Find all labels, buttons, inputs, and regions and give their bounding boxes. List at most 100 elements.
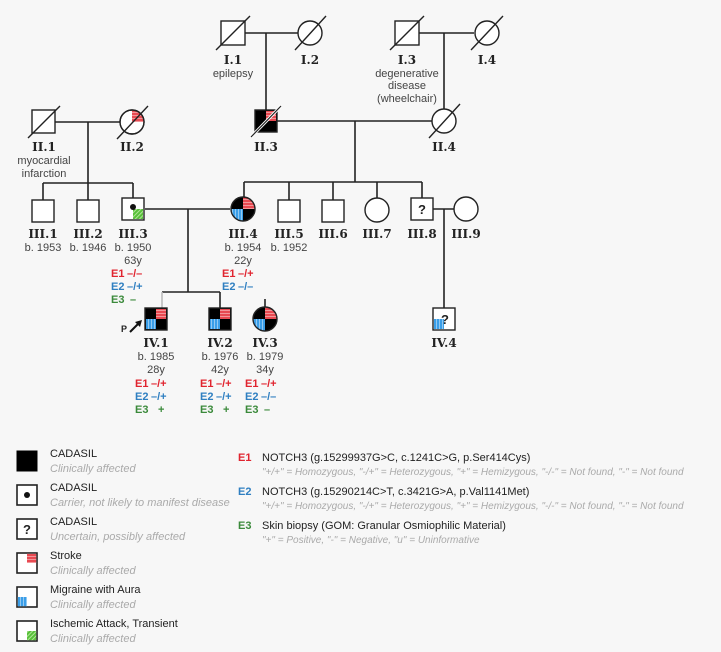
individual-note: epilepsy xyxy=(213,68,254,80)
legend-item-cadasil-uncertain: ? CADASIL Uncertain, possibly affected xyxy=(16,516,256,550)
legend-subtitle: Clinically affected xyxy=(50,463,136,475)
individual-I1[interactable]: I.1 epilepsy xyxy=(213,15,254,80)
genotype-value-e1: –/+ xyxy=(238,268,254,280)
male-symbol xyxy=(76,199,100,223)
female-symbol xyxy=(453,196,479,222)
individual-label: III.7 xyxy=(362,227,391,241)
genotype-tag-e3: E3 xyxy=(200,404,213,416)
genotype-tag-e2: E2 xyxy=(111,281,124,293)
filled-square-icon xyxy=(16,450,38,472)
exam-tag: E1 xyxy=(238,452,252,464)
genotype-value-e3: – xyxy=(264,404,270,416)
individual-label: I.4 xyxy=(478,53,496,67)
genotype-value-e2: –/– xyxy=(238,281,253,293)
individual-I2[interactable]: I.2 xyxy=(294,15,327,67)
birth-year: b. 1954 xyxy=(225,242,262,254)
genotype-tag-e3: E3 xyxy=(111,294,124,306)
individual-III5[interactable]: III.5 b. 1952 xyxy=(271,199,308,254)
individual-I3[interactable]: I.3 degenerative disease (wheelchair) xyxy=(375,15,439,105)
genotype-tag-e1: E1 xyxy=(200,378,213,390)
individual-II1[interactable]: II.1 myocardial infarction xyxy=(17,105,71,180)
uncertain-question-icon: ? xyxy=(418,202,426,217)
individual-note: myocardial xyxy=(17,155,70,167)
birth-year: b. 1979 xyxy=(247,351,284,363)
genotype-value-e2: –/+ xyxy=(151,391,167,403)
individual-IV3[interactable]: IV.3 b. 1979 34y E1 –/+ E2 –/– E3 – xyxy=(245,306,284,416)
genotype-tag-e1: E1 xyxy=(222,268,235,280)
male-symbol xyxy=(321,199,345,223)
genotype-tag-e3: E3 xyxy=(245,404,258,416)
birth-year: b. 1950 xyxy=(115,242,152,254)
genotype-tag-e2: E2 xyxy=(245,391,258,403)
individual-III8[interactable]: ? III.8 xyxy=(407,197,437,241)
individual-II2[interactable]: II.2 xyxy=(116,105,149,154)
pedigree-chart: I.1 epilepsy I.2 I.3 degenerative diseas… xyxy=(17,15,504,416)
individual-label: II.4 xyxy=(432,140,456,154)
deceased-slash-icon xyxy=(294,15,327,51)
individual-III1[interactable]: III.1 b. 1953 xyxy=(25,199,62,254)
legend-exam-e2: E2 NOTCH3 (g.15290214C>T, c.3421G>A, p.V… xyxy=(238,486,718,522)
genotype-value-e3: + xyxy=(223,404,229,416)
legend-title: CADASIL xyxy=(50,516,98,528)
legend-title: Stroke xyxy=(50,550,82,562)
proband-arrow-icon xyxy=(129,320,142,333)
legend-exam-e3: E3 Skin biopsy (GOM: Granular Osmiophili… xyxy=(238,520,718,556)
individual-II3[interactable]: II.3 xyxy=(249,104,283,154)
migraine-quadrant-icon xyxy=(253,319,265,331)
genotype-tag-e2: E2 xyxy=(200,391,213,403)
migraine-quadrant-icon xyxy=(146,319,156,329)
stroke-quadrant-icon xyxy=(265,307,277,319)
tia-quadrant-icon xyxy=(16,620,38,642)
female-symbol xyxy=(364,197,390,223)
individual-IV4[interactable]: ? IV.4 xyxy=(431,307,457,350)
deceased-slash-icon xyxy=(215,15,251,51)
deceased-slash-icon xyxy=(116,105,149,140)
legend-title: CADASIL xyxy=(50,482,98,494)
genotype-value-e1: –/+ xyxy=(261,378,277,390)
deceased-slash-icon xyxy=(250,105,282,138)
individual-III6[interactable]: III.6 xyxy=(318,199,348,241)
genotype-value-e1: –/– xyxy=(127,268,142,280)
individual-note: infarction xyxy=(22,168,67,180)
genotype-value-e3: – xyxy=(130,294,136,306)
exam-subtitle: "+/+" = Homozygous, "-/+" = Heterozygous… xyxy=(262,501,684,512)
genotype-tag-e2: E2 xyxy=(222,281,235,293)
genotype-tag-e2: E2 xyxy=(135,391,148,403)
individual-label: IV.2 xyxy=(207,336,232,350)
individual-III2[interactable]: III.2 b. 1946 xyxy=(70,199,107,254)
genotype-value-e2: –/+ xyxy=(127,281,143,293)
individual-label: IV.4 xyxy=(431,336,456,350)
legend-title: Ischemic Attack, Transient xyxy=(50,618,178,630)
individual-I4[interactable]: I.4 xyxy=(470,15,504,67)
tia-quadrant-icon xyxy=(133,209,143,219)
individual-III4[interactable]: III.4 b. 1954 22y E1 –/+ E2 –/– xyxy=(222,196,262,293)
exam-tag: E3 xyxy=(238,520,252,532)
uncertain-question-icon: ? xyxy=(441,312,449,327)
legend-subtitle: Clinically affected xyxy=(50,633,136,645)
genotype-value-e3: + xyxy=(158,404,164,416)
legend-subtitle: Clinically affected xyxy=(50,565,136,577)
individual-II4[interactable]: II.4 xyxy=(428,103,461,154)
individual-label: IV.3 xyxy=(252,336,277,350)
individual-IV2[interactable]: IV.2 b. 1976 42y E1 –/+ E2 –/+ E3 + xyxy=(200,307,239,416)
birth-year: b. 1976 xyxy=(202,351,239,363)
deceased-slash-icon xyxy=(389,15,425,51)
individual-III7[interactable]: III.7 xyxy=(362,197,392,241)
individual-III9[interactable]: III.9 xyxy=(451,196,481,241)
deceased-slash-icon xyxy=(27,105,61,139)
birth-year: b. 1985 xyxy=(138,351,175,363)
individual-IV1[interactable]: P IV.1 b. 1985 28y E1 –/+ E2 –/+ E3 + xyxy=(121,307,175,416)
question-square-icon: ? xyxy=(16,518,38,540)
age: 28y xyxy=(147,364,165,376)
individual-III3[interactable]: III.3 b. 1950 63y E1 –/– E2 –/+ E3 – xyxy=(111,197,152,306)
legend-subtitle: Clinically affected xyxy=(50,599,136,611)
age: 22y xyxy=(234,255,252,267)
individual-label: II.2 xyxy=(120,140,144,154)
migraine-quadrant-icon xyxy=(231,209,243,221)
migraine-quadrant-icon xyxy=(210,319,220,329)
individual-label: III.9 xyxy=(451,227,480,241)
genotype-value-e1: –/+ xyxy=(151,378,167,390)
carrier-dot-icon xyxy=(130,204,136,210)
birth-year: b. 1953 xyxy=(25,242,62,254)
male-symbol xyxy=(31,199,55,223)
